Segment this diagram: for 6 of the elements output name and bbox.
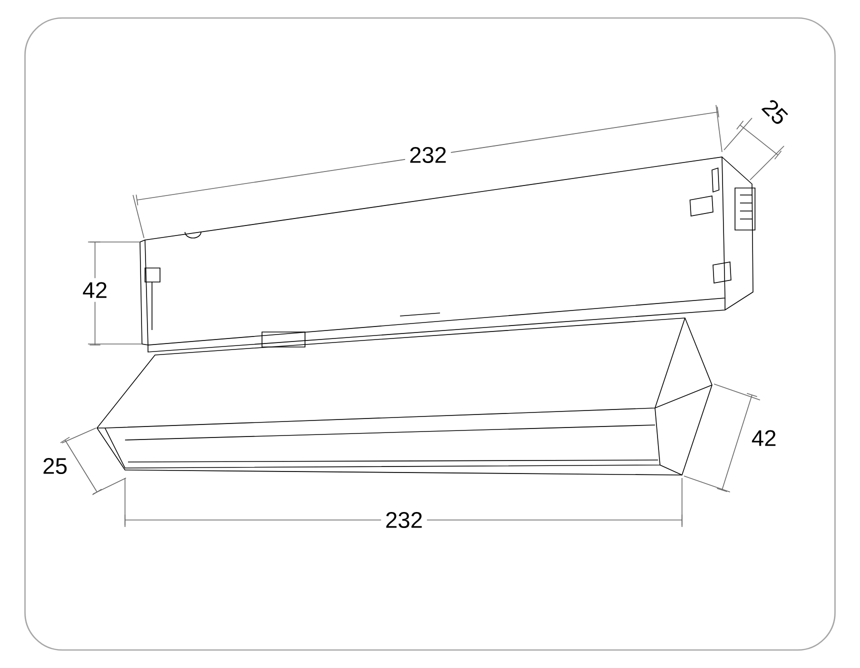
dimension-label: 25	[38, 454, 72, 478]
dimension-label: 42	[78, 278, 112, 302]
dimension-label: 42	[747, 426, 781, 450]
dimension-label: 232	[381, 508, 427, 532]
dimension-label: 25	[754, 92, 796, 132]
dimension-label: 232	[405, 142, 451, 168]
